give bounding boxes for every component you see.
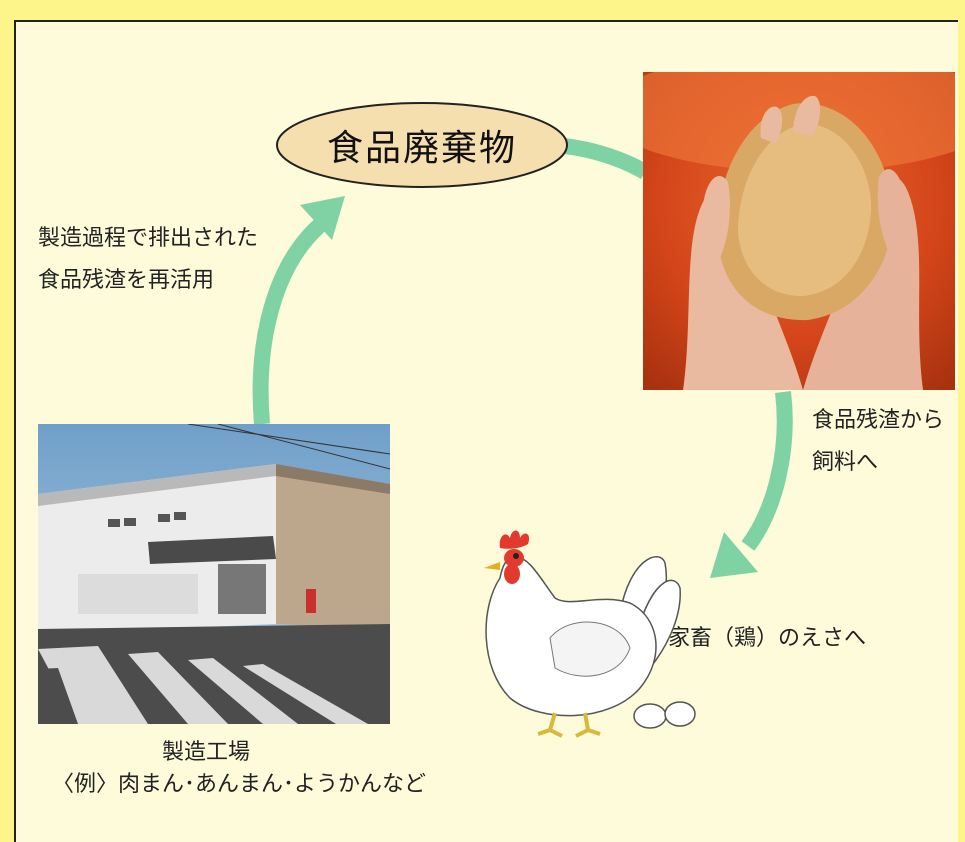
arrowhead-chicken [710, 532, 758, 578]
egg [633, 703, 667, 729]
feed-label-line1: 食品残渣から [812, 408, 945, 433]
title-food-waste: 食品廃棄物 [326, 128, 517, 169]
livestock-label: 家畜（鶏）のえさへ [668, 626, 867, 651]
chicken-illustration [470, 518, 710, 748]
egg [664, 701, 696, 727]
reuse-label-line1: 製造過程で排出された [38, 226, 259, 251]
feed-label-line2: 飼料へ [812, 450, 879, 475]
factory-label-line2: 〈例〉肉まん･あんまん･ようかんなど [52, 772, 427, 797]
arrow-waste-to-feed [563, 138, 649, 179]
arrowhead-waste [300, 196, 345, 240]
arrow-factory-to-waste [252, 219, 326, 425]
reuse-label-line2: 食品残渣を再活用 [38, 268, 215, 293]
title-ellipse [276, 102, 568, 188]
factory-label-line1: 製造工場 [162, 740, 251, 765]
arrow-feed-to-chicken [741, 391, 793, 551]
feed-photo [643, 72, 955, 390]
factory-photo [38, 424, 390, 724]
